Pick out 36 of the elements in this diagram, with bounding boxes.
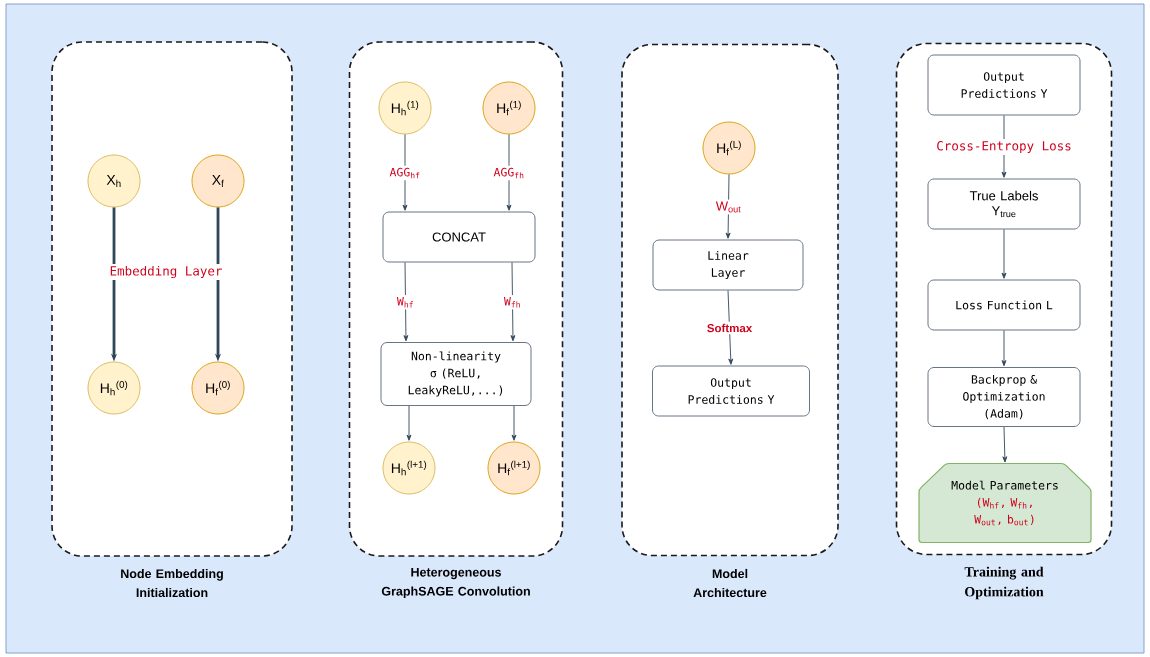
arrow (511, 405, 517, 441)
edge-label: W$_{fh}$ (501, 295, 524, 310)
arrow (402, 134, 408, 211)
panel-title: Training and Optimization (964, 566, 1044, 600)
process-box: Backprop & Optimization (Adam) (927, 367, 1081, 427)
parameter-box: Model Parameters (W$_{hf}$, W$_{fh}$, W$_{out}$, b$_{out}$) (918, 462, 1092, 544)
process-box: Output Predictions Y (652, 365, 810, 417)
edge-label: W$_{hf}$ (394, 295, 417, 310)
circle-node: H$_{f}$(l+1) (487, 441, 541, 495)
process-box: Output Predictions Y (927, 54, 1081, 116)
edge-label: Cross-Entropy Loss (934, 139, 1074, 155)
arrow (1002, 426, 1008, 463)
arrow (1001, 229, 1007, 279)
process-box: Linear Layer (652, 239, 804, 291)
panel-title: Model Architecture (693, 568, 767, 598)
circle-node: H$_{h}$(1) (378, 81, 432, 135)
process-box: CONCAT (382, 211, 536, 263)
panel-title: Node Embedding Initialization (121, 568, 223, 598)
circle-node: H$_{f}$(1) (482, 81, 536, 135)
circle-node: X$_{h}$ (87, 154, 141, 208)
circle-node: H$_{h}$(l+1) (382, 441, 436, 495)
process-box: Loss Function L (927, 279, 1081, 331)
circle-node: H$_{h}$(0) (87, 361, 141, 415)
arrow (506, 134, 512, 211)
panel-title: Heterogeneous GraphSAGE Convolution (381, 567, 530, 599)
arrow (1001, 330, 1007, 367)
circle-node: X$_{f}$ (191, 154, 245, 208)
circle-node: H$_{f}$(L) (702, 121, 756, 175)
process-box: True Labels Y$_{true}$ (927, 178, 1081, 230)
arrow (725, 174, 731, 239)
arrow (510, 262, 516, 342)
arrow (403, 262, 409, 342)
circle-node: H$_{f}$(0) (191, 361, 245, 415)
arrow (406, 405, 412, 441)
arrow (727, 290, 734, 365)
process-box: Non-linearity σ (ReLU, LeakyReLU,...) (380, 342, 532, 406)
